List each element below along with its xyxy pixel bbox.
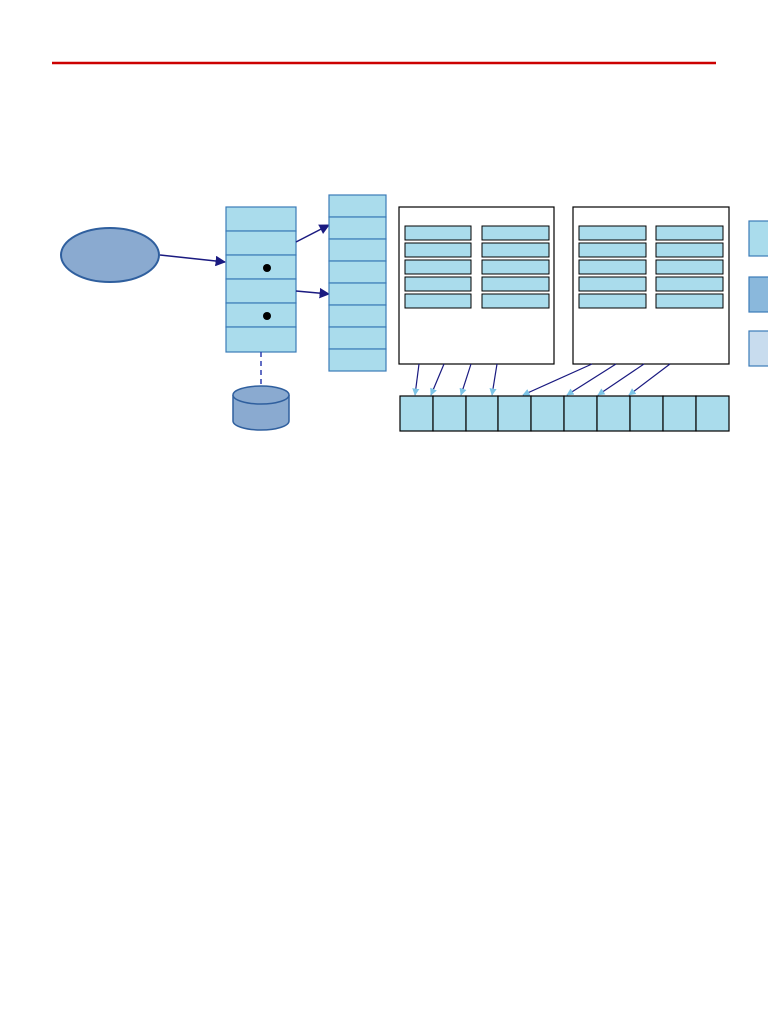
entry bbox=[655, 225, 724, 241]
cylinder-icon bbox=[232, 385, 290, 431]
entry bbox=[481, 293, 550, 309]
frame-table-cell bbox=[328, 282, 387, 306]
legend-swatch bbox=[748, 220, 768, 257]
frame-table-cell bbox=[328, 326, 387, 350]
entry bbox=[655, 276, 724, 292]
memory-cell bbox=[596, 395, 631, 432]
entry bbox=[404, 225, 472, 241]
page-table-cell bbox=[225, 230, 297, 256]
entry bbox=[578, 242, 647, 258]
entry bbox=[655, 293, 724, 309]
entry bbox=[404, 259, 472, 275]
entry bbox=[655, 242, 724, 258]
entry bbox=[481, 276, 550, 292]
entry bbox=[578, 225, 647, 241]
frame-table-cell bbox=[328, 260, 387, 284]
memory-cell bbox=[465, 395, 499, 432]
frame-table-cell bbox=[328, 216, 387, 240]
memory-cell bbox=[695, 395, 730, 432]
page-box-2 bbox=[572, 206, 730, 365]
entry bbox=[404, 293, 472, 309]
legend-swatch bbox=[748, 276, 768, 313]
entry bbox=[481, 259, 550, 275]
dot-icon bbox=[263, 312, 271, 320]
memory-cell bbox=[399, 395, 434, 432]
page-box-1 bbox=[398, 206, 555, 365]
mapping-arrows bbox=[412, 363, 671, 396]
frame-table-cell bbox=[328, 304, 387, 328]
legend-swatch bbox=[748, 330, 768, 367]
entry bbox=[578, 276, 647, 292]
process-to-table-arrow bbox=[159, 254, 227, 267]
entry bbox=[404, 242, 472, 258]
memory-bar bbox=[399, 395, 730, 432]
frame-table bbox=[328, 194, 387, 372]
page-table-cell bbox=[225, 302, 297, 328]
memory-cell bbox=[497, 395, 532, 432]
page-table-cell bbox=[225, 278, 297, 304]
memory-cell bbox=[432, 395, 467, 432]
entry bbox=[404, 276, 472, 292]
entry bbox=[655, 259, 724, 275]
memory-cell bbox=[629, 395, 664, 432]
table-to-frame-arrow bbox=[295, 224, 330, 243]
page-table bbox=[225, 206, 297, 353]
frame-table-cell bbox=[328, 348, 387, 372]
memory-cell bbox=[530, 395, 565, 432]
page-table-cell bbox=[225, 206, 297, 232]
dot-icon bbox=[263, 264, 271, 272]
process-ellipse bbox=[60, 227, 160, 283]
entry bbox=[578, 293, 647, 309]
entry bbox=[481, 242, 550, 258]
memory-cell bbox=[563, 395, 598, 432]
entry bbox=[578, 259, 647, 275]
table-to-frame-arrow bbox=[295, 287, 331, 299]
page-table-cell bbox=[225, 254, 297, 280]
memory-cell bbox=[662, 395, 697, 432]
legend bbox=[748, 220, 768, 367]
entry bbox=[481, 225, 550, 241]
page-table-cell bbox=[225, 326, 297, 353]
frame-table-cell bbox=[328, 194, 387, 218]
frame-table-cell bbox=[328, 238, 387, 262]
